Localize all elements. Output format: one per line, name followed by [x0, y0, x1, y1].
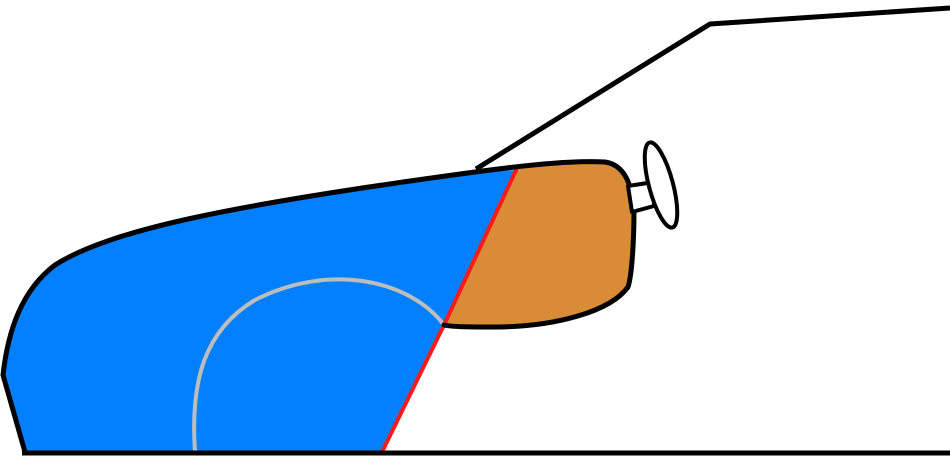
body-outline [0, 159, 637, 455]
rear-fender-region [444, 161, 634, 327]
wheel-arch [192, 277, 446, 454]
side-mirror [642, 140, 680, 230]
hood-front-region [3, 170, 515, 452]
windshield-roof-outline [474, 5, 950, 172]
